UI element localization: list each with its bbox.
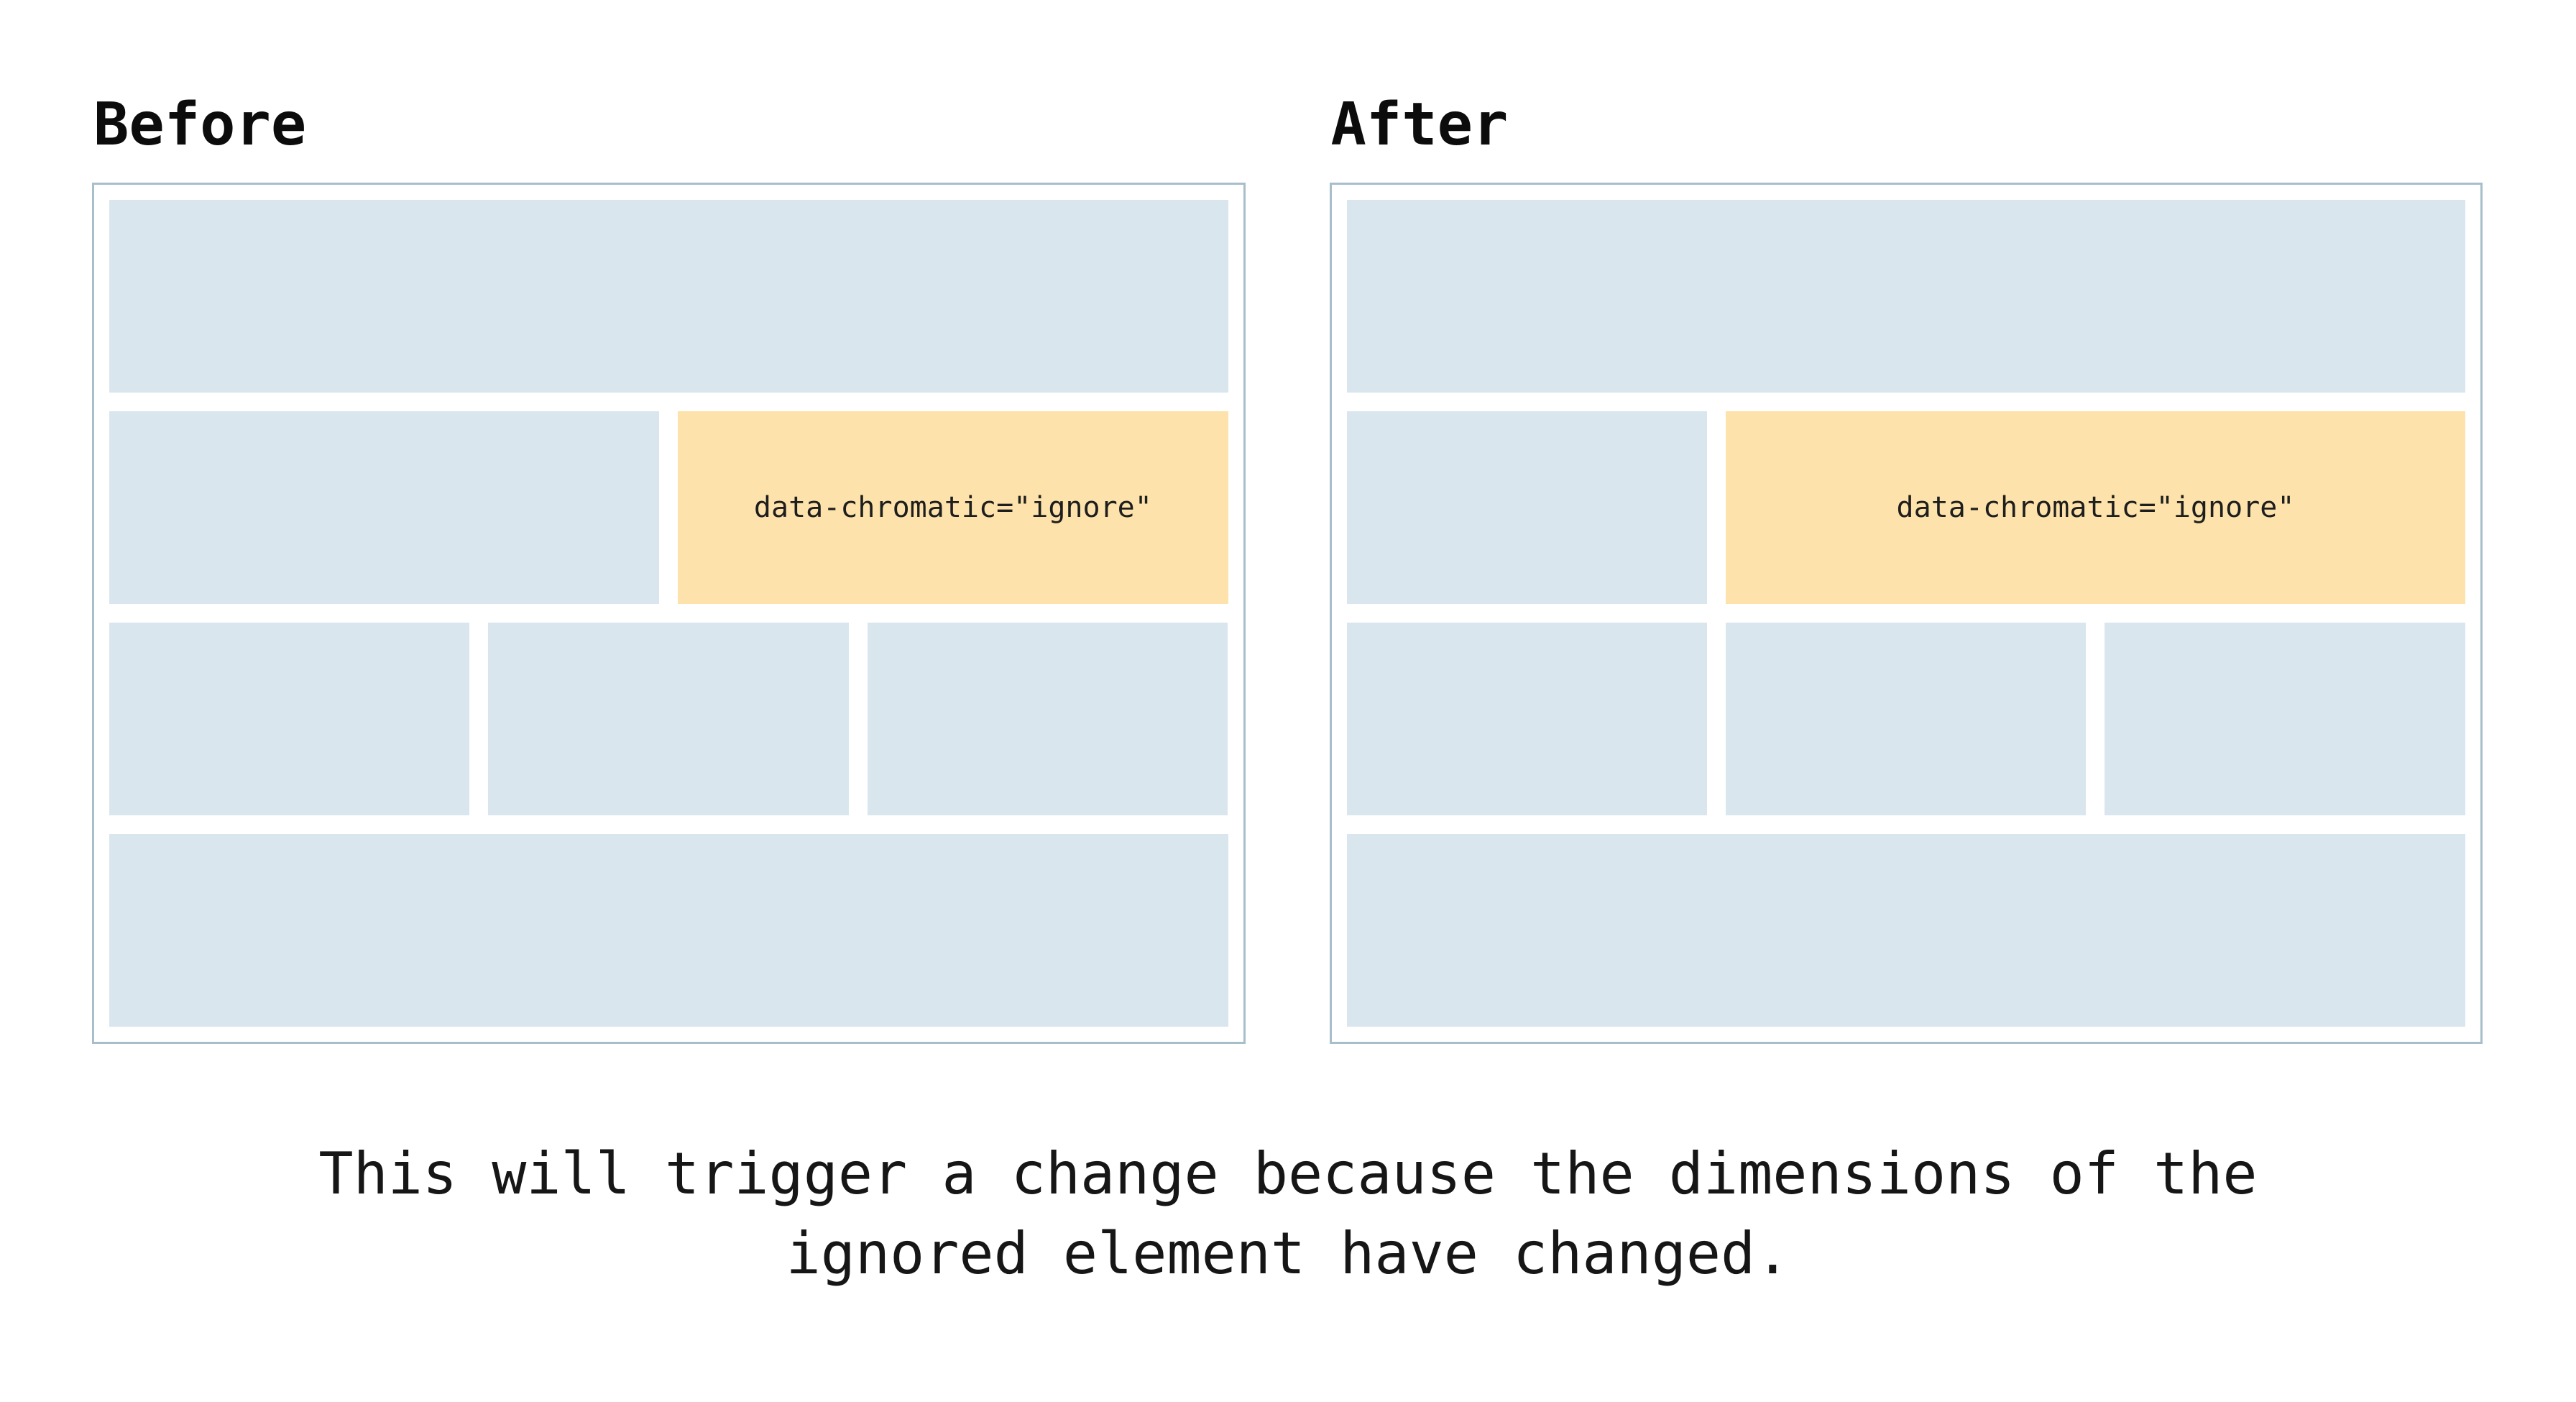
placeholder-box <box>867 623 1228 815</box>
placeholder-box <box>1725 623 2087 815</box>
placeholder-box <box>1346 411 1707 604</box>
after-row-4 <box>1346 834 2465 1027</box>
figure-caption: This will trigger a change because the d… <box>0 1134 2576 1293</box>
ignored-element-box: data-chromatic="ignore" <box>678 411 1228 604</box>
placeholder-box <box>109 834 1228 1027</box>
before-panel: data-chromatic="ignore" <box>92 183 1246 1044</box>
before-row-4 <box>109 834 1228 1027</box>
placeholder-box <box>109 623 470 815</box>
after-row-1 <box>1346 200 2465 393</box>
before-row-3 <box>109 623 1228 815</box>
after-panel: data-chromatic="ignore" <box>1329 183 2483 1044</box>
placeholder-box <box>1346 623 1707 815</box>
before-title: Before <box>93 91 307 159</box>
ignore-attribute-label: data-chromatic="ignore" <box>1896 491 2295 524</box>
caption-line-1: This will trigger a change because the d… <box>318 1140 2258 1207</box>
after-column: After data-chromatic="ignore" <box>1329 0 2483 1044</box>
placeholder-box <box>2104 623 2465 815</box>
placeholder-box <box>1346 834 2465 1027</box>
placeholder-box <box>109 200 1228 393</box>
before-row-1 <box>109 200 1228 393</box>
after-row-3 <box>1346 623 2466 815</box>
placeholder-box <box>1346 200 2465 393</box>
ignore-attribute-label: data-chromatic="ignore" <box>753 491 1152 524</box>
placeholder-box <box>488 623 849 815</box>
before-after-comparison: Before data-chromatic="ignore" <box>92 0 2483 1044</box>
placeholder-box <box>109 411 660 604</box>
after-title: After <box>1330 91 1509 159</box>
before-row-2: data-chromatic="ignore" <box>109 411 1228 604</box>
after-row-2: data-chromatic="ignore" <box>1346 411 2466 604</box>
caption-line-2: ignored element have changed. <box>786 1220 1790 1287</box>
ignored-element-box: data-chromatic="ignore" <box>1725 411 2465 604</box>
before-column: Before data-chromatic="ignore" <box>92 0 1246 1044</box>
